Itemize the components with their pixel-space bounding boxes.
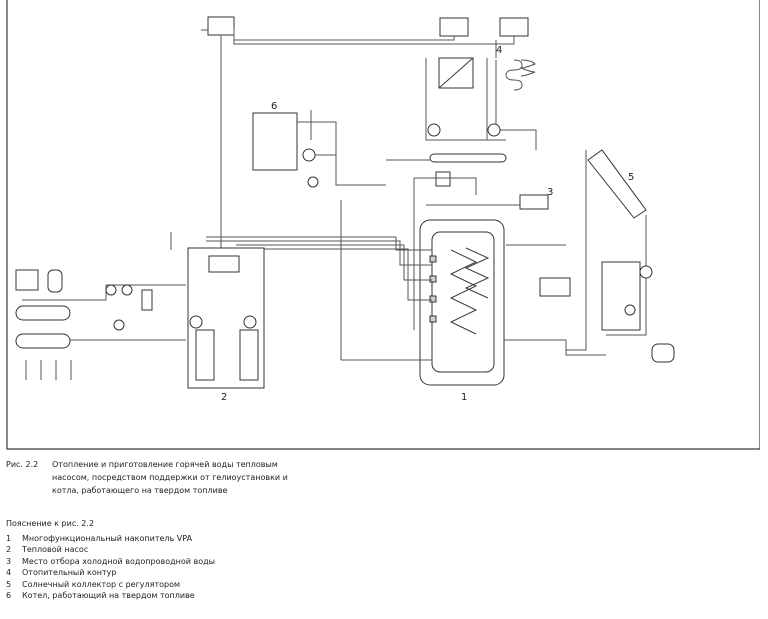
brine-return-line	[22, 284, 186, 301]
schematic-svg: 6 4 3 5 2 1	[6, 0, 761, 450]
legend-item: 2 Тепловой насос	[6, 544, 306, 556]
sensor-port-1	[429, 255, 437, 263]
legend-number: 3	[6, 556, 12, 566]
diagram-frame	[6, 0, 761, 450]
marker-3: 3	[547, 187, 553, 198]
bundle-line-1	[206, 236, 432, 251]
legend: Пояснение к рис. 2.2 1 Многофункциональны…	[6, 518, 306, 602]
heating-supply-left	[425, 58, 506, 141]
solar-controller	[539, 277, 571, 297]
figure-label: Рис. 2.2	[6, 460, 39, 469]
remote-control-circuit-a	[439, 17, 469, 37]
schematic-diagram: 6 4 3 5 2 1	[6, 0, 761, 450]
brine-pump	[189, 315, 203, 329]
solar-return-line	[606, 215, 647, 336]
mixer-diagonal	[438, 57, 474, 89]
solar-supply-line	[566, 150, 587, 351]
solar-to-storage	[504, 339, 606, 356]
brine-fill-tank	[15, 269, 39, 291]
heating-pump-b	[487, 123, 501, 137]
legend-number: 5	[6, 579, 12, 589]
solid-fuel-boiler	[252, 112, 298, 171]
thermometer-2	[113, 319, 125, 331]
legend-text: Тепловой насос	[22, 545, 89, 554]
sensor-port-2	[429, 275, 437, 283]
legend-item: 1 Многофункциональный накопитель VPA	[6, 533, 306, 545]
solar-pressure-gauge	[639, 265, 653, 279]
marker-4: 4	[496, 45, 502, 56]
brine-filter	[141, 289, 153, 311]
remote-control-circuit-b	[499, 17, 529, 37]
legend-title: Пояснение к рис. 2.2	[6, 519, 95, 528]
boiler-pump	[302, 148, 316, 162]
legend-item: 4 Отопительный контур	[6, 567, 306, 579]
heating-pump	[243, 315, 257, 329]
storage-inner-tank	[431, 231, 495, 373]
heating-loop-right	[495, 60, 537, 150]
underfloor-coil	[505, 59, 523, 91]
cold-water-unit	[519, 194, 549, 210]
legend-item: 6 Котел, работающий на твердом топливе	[6, 590, 306, 602]
dhw-coil	[464, 247, 490, 299]
remote-control-main	[207, 16, 235, 36]
expansion-vessel-boiler	[307, 176, 319, 188]
control-cable-b	[233, 32, 515, 45]
solar-pump	[624, 304, 636, 316]
heating-pump-a	[427, 123, 441, 137]
legend-text: Отопительный контур	[22, 568, 117, 577]
boiler-supply	[297, 121, 386, 186]
storage-top-line	[414, 177, 477, 195]
legend-text: Котел, работающий на твердом топливе	[22, 591, 195, 600]
marker-5: 5	[628, 172, 634, 183]
heat-pump-controller	[208, 255, 240, 273]
legend-text: Многофункциональный накопитель VPA	[22, 533, 193, 543]
marker-2: 2	[221, 392, 227, 403]
bundle-line-3	[236, 244, 432, 281]
heat-meter-top	[435, 171, 451, 187]
heat-pump-exchanger	[239, 329, 259, 381]
thermometer-1	[105, 284, 117, 296]
sensor-port-3	[429, 295, 437, 303]
solar-collector	[587, 149, 647, 219]
legend-number: 6	[6, 591, 12, 600]
legend-text: Солнечный коллектор с регулятором	[22, 579, 181, 589]
legend-item: 5 Солнечный коллектор с регулятором	[6, 579, 306, 591]
sensor-port-4	[429, 315, 437, 323]
bundle-line-4	[236, 248, 432, 301]
brine-distributor-top	[15, 305, 71, 321]
control-cable-a	[233, 28, 455, 41]
pressure-gauge	[121, 284, 133, 296]
solar-pump-station	[601, 261, 641, 331]
radiator-coil	[520, 59, 536, 77]
figure-caption: Рис. 2.2 Отопление и приготовление горяче…	[6, 458, 326, 497]
legend-number: 2	[6, 545, 12, 554]
legend-item: 3 Место отбора холодной водопроводной вод…	[6, 556, 306, 568]
legend-text: Место отбора холодной водопроводной воды	[22, 556, 215, 566]
heating-manifold	[429, 153, 507, 163]
ground-probes	[25, 360, 72, 380]
heat-pump-compressor	[195, 329, 215, 381]
brine-distributor-bottom	[15, 333, 71, 349]
solar-coil	[449, 249, 478, 335]
legend-number: 4	[6, 568, 12, 577]
marker-1: 1	[461, 392, 467, 403]
figure-caption-text: Отопление и приготовление горячей воды т…	[52, 460, 288, 495]
bundle-line-2	[206, 240, 432, 266]
legend-number: 1	[6, 533, 12, 543]
solar-expansion-vessel	[651, 343, 675, 363]
brine-expansion-vessel	[47, 269, 63, 293]
marker-6: 6	[271, 101, 277, 112]
